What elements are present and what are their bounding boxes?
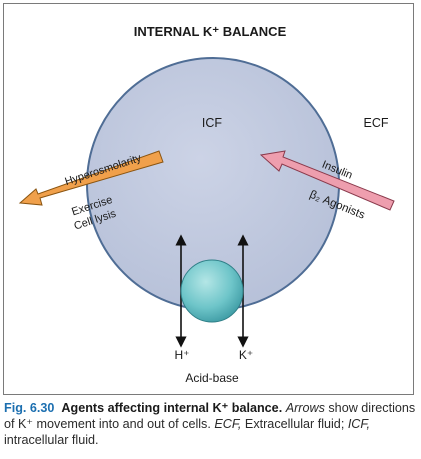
diagram: INTERNAL K⁺ BALANCE ICF ECF Hyperosmolar… xyxy=(18,24,395,385)
icf-label: ICF xyxy=(202,116,223,130)
caption-text-4: Extracellular fluid; xyxy=(241,417,348,431)
k-in-arrow xyxy=(259,150,395,211)
k-out-arrow xyxy=(18,150,164,206)
acid-base-label: Acid-base xyxy=(185,371,239,385)
k-ion-label: K⁺ xyxy=(239,348,253,362)
h-ion-label: H⁺ xyxy=(175,348,190,362)
caption-figure-title: Agents affecting internal K⁺ balance. xyxy=(61,401,283,415)
ecf-label: ECF xyxy=(364,116,389,130)
figure-panel: INTERNAL K⁺ BALANCE ICF ECF Hyperosmolar… xyxy=(3,3,414,395)
caption-arrows-term: Arrows xyxy=(285,401,325,415)
caption-ecf-term: ECF, xyxy=(214,417,242,431)
exchanger-sphere xyxy=(180,259,244,323)
figure-caption: Fig. 6.30 Agents affecting internal K⁺ b… xyxy=(4,400,416,448)
caption-text-6: intracellular fluid. xyxy=(4,433,99,447)
diagram-title: INTERNAL K⁺ BALANCE xyxy=(134,24,287,39)
caption-icf-term: ICF, xyxy=(347,417,370,431)
caption-figure-number: Fig. 6.30 xyxy=(4,401,55,415)
caption-text-2: show directions of K⁺ movement into and … xyxy=(4,401,416,431)
